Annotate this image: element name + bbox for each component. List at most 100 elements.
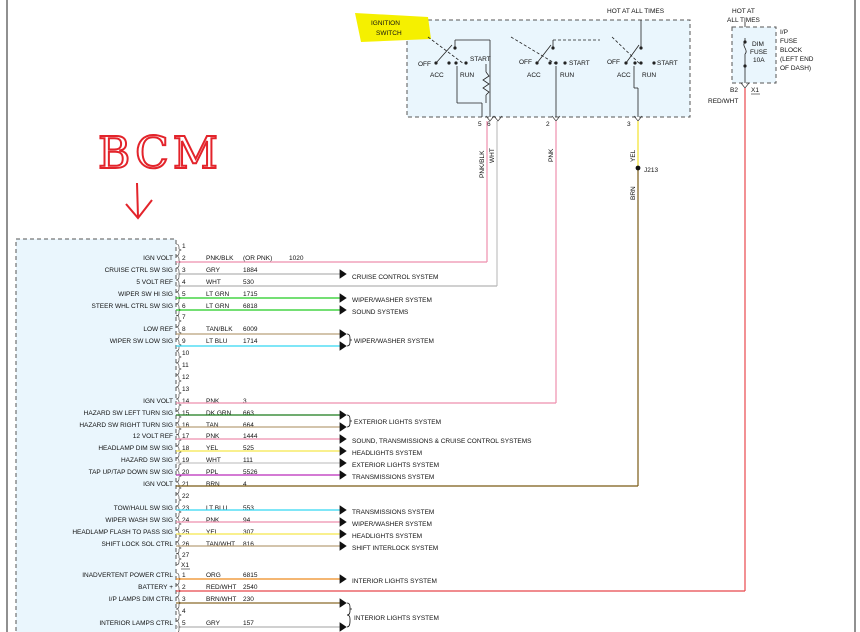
pin-number: 7	[182, 314, 186, 321]
switch-section-3	[611, 20, 642, 117]
bcm-pin-row: 7	[175, 314, 186, 328]
pin-signal-name: CRUISE CTRL SW SIG	[105, 267, 173, 274]
pin-bracket-icon	[175, 338, 182, 352]
system-label-interior-1: INTERIOR LIGHTS SYSTEM	[352, 578, 437, 585]
system-label-interior-2: INTERIOR LIGHTS SYSTEM	[354, 615, 439, 622]
pin-bracket-icon	[175, 350, 182, 364]
system-arrows	[339, 269, 347, 632]
pin-bracket-icon	[175, 505, 182, 519]
circuit-number: 1884	[243, 267, 258, 274]
wire-label-pnkblk: PNK/BLK	[479, 150, 486, 178]
wire-color: PNK/BLK	[206, 255, 234, 262]
switch-section-1-contacts	[434, 46, 468, 65]
pin-number: 14	[182, 398, 190, 405]
circuit-number: 2540	[243, 584, 258, 591]
pin-number: 27	[182, 552, 190, 559]
wire-color: PPL	[206, 469, 219, 476]
pin-bracket-icon	[175, 422, 182, 436]
bcm-pin-row: 22	[175, 493, 190, 507]
pin-number: 10	[182, 350, 190, 357]
pin-bracket-icon	[175, 314, 182, 328]
pin-bracket-icon	[175, 362, 182, 376]
pin-bracket-icon	[175, 608, 182, 622]
pin-signal-name: TAP UP/TAP DOWN SW SIG	[89, 469, 173, 476]
pin-signal-name: WIPER SW LOW SIG	[110, 338, 173, 345]
system-label-transmissions-2: TRANSMISSIONS SYSTEM	[352, 509, 434, 516]
system-label-exterior-1: EXTERIOR LIGHTS SYSTEM	[354, 419, 441, 426]
fuse-block-box	[731, 26, 777, 84]
fuse-block-1: I/P	[780, 29, 788, 36]
fuse-connector-x1: X1	[751, 87, 759, 94]
circuit-number: 5526	[243, 469, 258, 476]
bcm-module-box	[15, 238, 177, 632]
pin-number: 24	[182, 517, 190, 524]
pin-number: 18	[182, 445, 190, 452]
bcm-pin-row: 27	[175, 552, 190, 566]
circuit-number: 530	[243, 279, 254, 286]
wire-color: TAN/WHT	[206, 541, 235, 548]
circuit-number: 157	[243, 620, 254, 627]
splice-j213-label: J213	[644, 167, 658, 174]
pin-number: 11	[182, 362, 189, 369]
system-label-exterior-2: EXTERIOR LIGHTS SYSTEM	[352, 462, 439, 469]
wire-color: TAN	[206, 422, 219, 429]
fuse-hot-line2: ALL TIMES	[727, 17, 761, 24]
bcm-pin-row: 13	[175, 386, 190, 400]
ignition-callout-line1: IGNITION	[371, 20, 400, 27]
pin-bracket-icon	[175, 541, 182, 555]
system-label-wiper-1: WIPER/WASHER SYSTEM	[352, 297, 432, 304]
ignition-callout-line2: SWITCH	[376, 30, 402, 37]
pin-number: 12	[182, 374, 190, 381]
pin-bracket-icon	[175, 326, 182, 340]
pin-number: 4	[182, 279, 186, 286]
sw3-off: OFF	[607, 59, 620, 66]
pin-number: 17	[182, 433, 190, 440]
wire-label-wht: WHT	[489, 148, 496, 163]
pin-bracket-icon	[175, 398, 182, 412]
pin-number: 2	[182, 255, 186, 262]
pin-signal-name: HEADLAMP FLASH TO PASS SIG	[72, 529, 173, 536]
circuit-wires	[176, 261, 745, 628]
pin-bracket-icon	[175, 445, 182, 459]
fuse-block-5: OF DASH)	[780, 65, 811, 72]
system-label-wiper-2: WIPER/WASHER SYSTEM	[354, 338, 434, 345]
pin-number: 5	[182, 620, 186, 627]
pin-number: 21	[182, 481, 190, 488]
pin-signal-name: IGN VOLT	[143, 481, 173, 488]
pin-signal-name: I/P LAMPS DIM CTRL	[109, 596, 174, 603]
pin-signal-name: WIPER SW HI SIG	[118, 291, 173, 298]
wire-color: PNK	[206, 433, 220, 440]
pin-signal-name: HAZARD SW SIG	[121, 457, 173, 464]
ign-pin-5: 5	[478, 121, 482, 128]
fuse-wire-label: RED/WHT	[708, 98, 738, 105]
sw3-run: RUN	[642, 72, 656, 79]
splice-j213-dot	[635, 165, 641, 171]
wire-color: GRY	[206, 267, 221, 274]
wire-color: LT GRN	[206, 303, 230, 310]
wire-color: RED/WHT	[206, 584, 236, 591]
circuit-number: 94	[243, 517, 251, 524]
circuit-number: 1715	[243, 291, 258, 298]
sw2-start: START	[569, 60, 590, 67]
sw1-start: START	[470, 56, 491, 63]
connector-x1-label: X1	[181, 562, 189, 569]
wire-label-brn: BRN	[630, 186, 637, 200]
sw1-acc: ACC	[430, 72, 444, 79]
pin-signal-name: INTERIOR LAMPS CTRL	[99, 620, 173, 627]
circuit-number: 663	[243, 410, 254, 417]
switch-section-3-contacts	[624, 46, 656, 65]
pin-signal-name: 12 VOLT REF	[133, 433, 173, 440]
pin-number: 3	[182, 596, 186, 603]
system-label-headlights-1: HEADLIGHTS SYSTEM	[352, 450, 422, 457]
pin-number: 2	[182, 584, 186, 591]
system-label-shift-interlock: SHIFT INTERLOCK SYSTEM	[352, 545, 438, 552]
pin-number: 25	[182, 529, 190, 536]
